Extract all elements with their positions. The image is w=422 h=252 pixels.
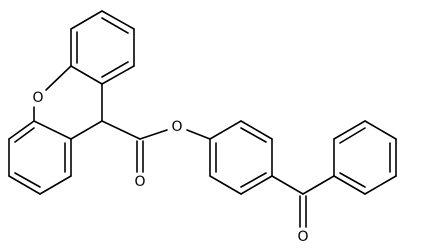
ketone-group [271, 175, 335, 228]
phenylene-ring [209, 120, 273, 195]
ester-group [101, 120, 211, 173]
xanthene-central-ring [33, 65, 103, 140]
ring-oxygen-label: O [32, 90, 43, 106]
ester-oxygen-label: O [171, 119, 182, 135]
xanthene-upper-benzene-ring [70, 10, 135, 85]
ester-carbonyl-oxygen-label: O [134, 174, 145, 190]
terminal-phenyl-ring [333, 120, 397, 195]
xanthene-lower-benzene-ring [8, 120, 72, 195]
ketone-carbonyl-oxygen-label: O [297, 229, 308, 245]
atom-labels: O O O O [29, 89, 312, 246]
